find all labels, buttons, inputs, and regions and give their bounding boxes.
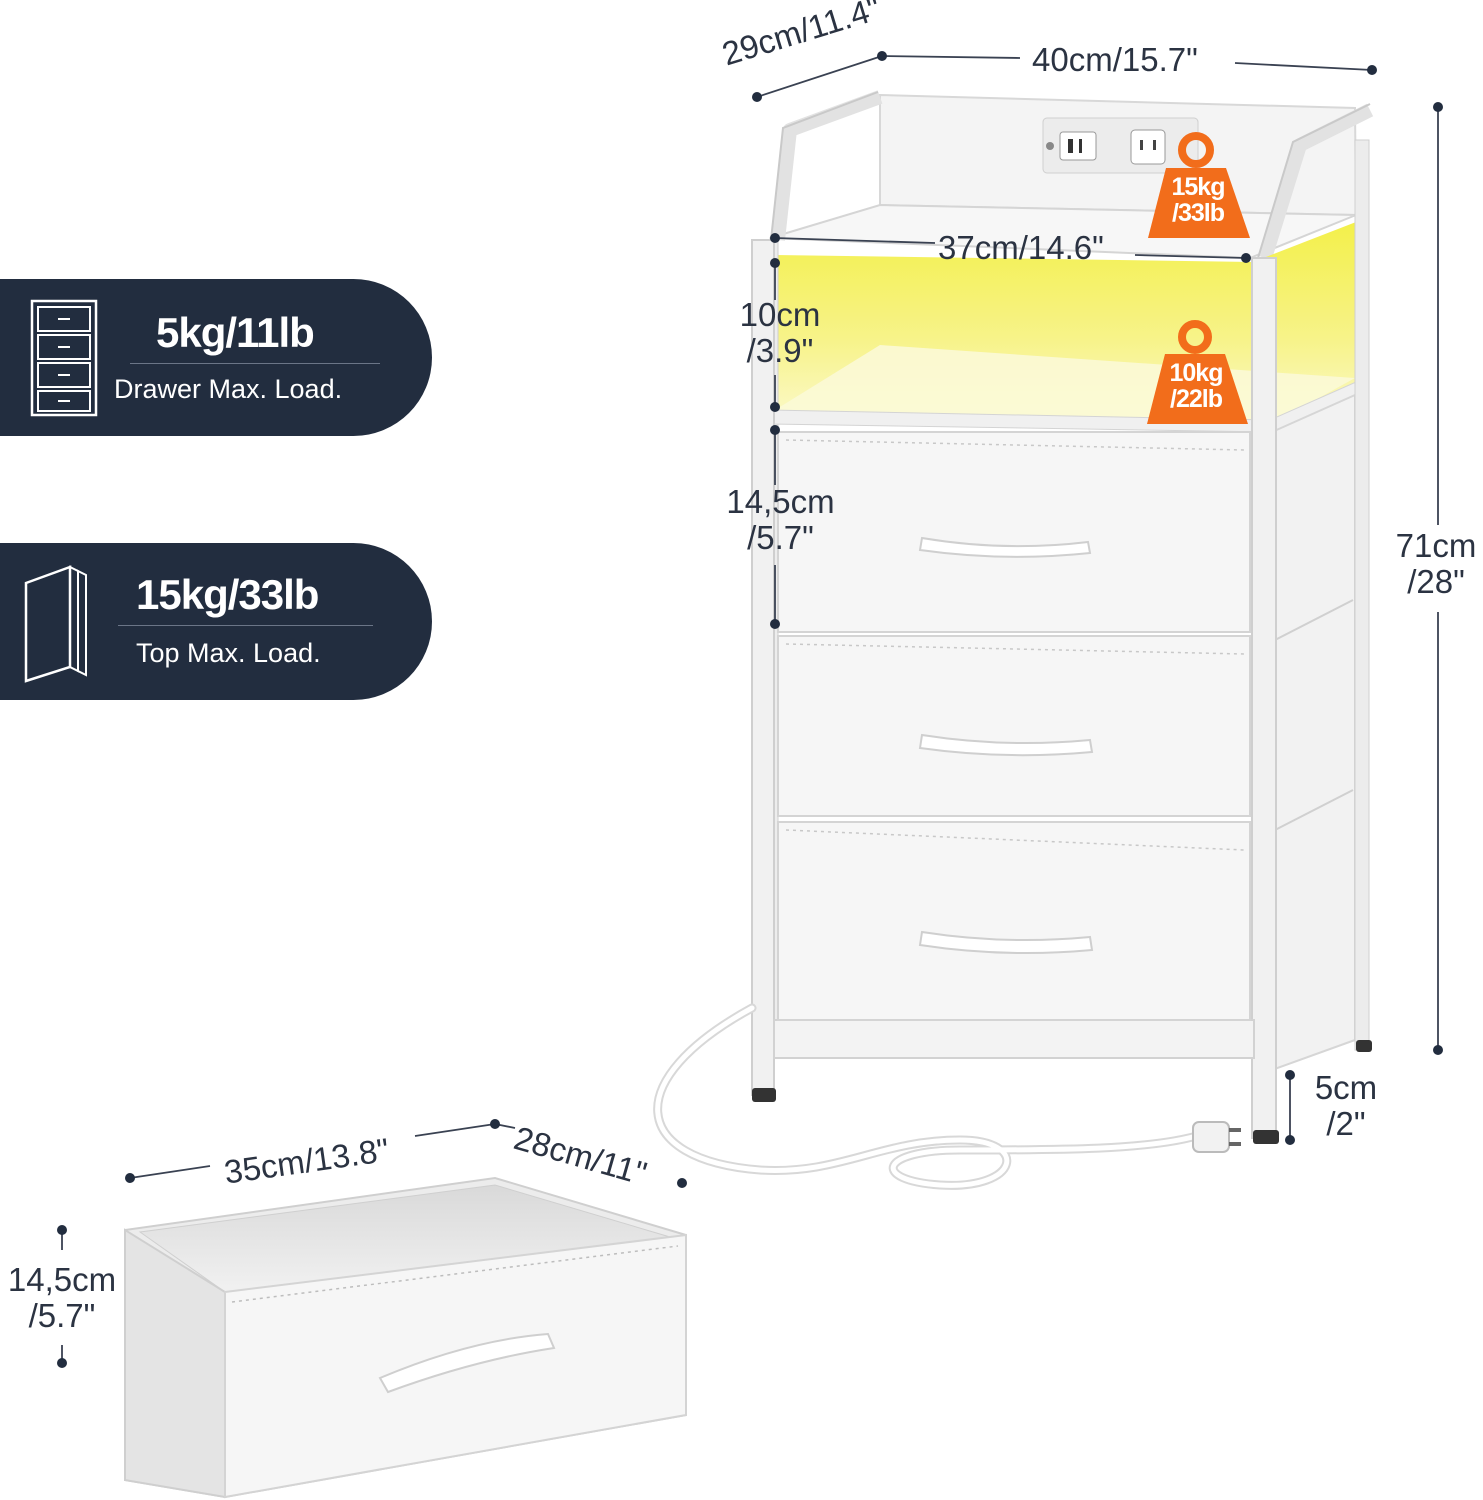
drawer-3 (777, 821, 1251, 1021)
weight-line: 15kg (1171, 173, 1226, 201)
power-cord (653, 1003, 1241, 1190)
weight-line: /33lb (1172, 199, 1225, 228)
top-load-label: Top Max. Load. (136, 638, 321, 668)
drawer-height-dimension: 14,5cm /5.7" (718, 483, 843, 557)
dimension-dot (877, 51, 887, 61)
panel-board-icon (24, 565, 87, 683)
dimension-dot (125, 1173, 135, 1183)
weight-icon (1148, 132, 1250, 238)
dimension-dot (1241, 253, 1251, 263)
dimension-dot (1433, 102, 1443, 112)
dim-line: /5.7" (747, 519, 814, 557)
dim-line: /28" (1407, 563, 1465, 601)
shelf-width-dimension: 37cm/14.6" (938, 229, 1104, 266)
dim-line: 10cm (739, 296, 821, 333)
divider (130, 363, 380, 364)
dim-line: 5cm (1314, 1069, 1378, 1106)
drawer-1 (777, 431, 1251, 633)
top-weight-label: 15kg /33lb (1152, 174, 1244, 227)
weight-line: /22lb (1170, 385, 1223, 414)
leg-height-dimension: 5cm /2" (1304, 1069, 1388, 1143)
fabric-bin (124, 1176, 687, 1499)
bin-height-dimension: 14,5cm /5.7" (2, 1261, 122, 1335)
cabinet-side (1271, 139, 1370, 1072)
dim-line: 14,5cm (7, 1261, 117, 1298)
dimension-dot (1367, 65, 1377, 75)
dimension-dot (1285, 1070, 1295, 1080)
drawer-load-badge: 5kg/11lb Drawer Max. Load. (0, 279, 432, 436)
top-load-value: 15kg/33lb (136, 571, 319, 618)
weight-line: 10kg (1169, 359, 1224, 387)
width-dimension: 40cm/15.7" (1032, 41, 1198, 78)
total-height-dimension: 71cm /28" (1390, 527, 1482, 601)
dim-line: /3.9" (746, 332, 814, 370)
dimension-dot (490, 1119, 500, 1129)
dim-line: 14,5cm (726, 483, 835, 520)
dimension-dot (1285, 1135, 1295, 1145)
dimension-dot (770, 619, 780, 629)
shelf-weight-label: 10kg /22lb (1150, 360, 1242, 413)
shelf-height-dimension: 10cm /3.9" (730, 296, 830, 370)
drawer-load-value: 5kg/11lb (156, 309, 315, 356)
divider (118, 625, 373, 626)
dimension-dot (677, 1178, 687, 1188)
dimension-dot (752, 92, 762, 102)
top-load-badge: 15kg/33lb Top Max. Load. (0, 543, 432, 700)
dim-line: /5.7" (28, 1297, 96, 1335)
drawer-cabinet-icon (30, 299, 98, 417)
dimension-lines (61, 55, 1439, 1363)
dim-line: 71cm (1395, 527, 1477, 564)
dimension-dot (1433, 1045, 1443, 1055)
dimension-dot (770, 233, 780, 243)
metal-frame (771, 90, 1374, 261)
drawer-2 (777, 635, 1251, 817)
weight-icon (1147, 320, 1248, 424)
drawer-load-label: Drawer Max. Load. (114, 374, 343, 404)
dimension-dot (57, 1358, 67, 1368)
dimension-dot (770, 425, 780, 435)
dimension-dot (770, 258, 780, 268)
dimension-dot (57, 1225, 67, 1235)
dim-line: /2" (1326, 1105, 1366, 1143)
dimension-dot (770, 402, 780, 412)
